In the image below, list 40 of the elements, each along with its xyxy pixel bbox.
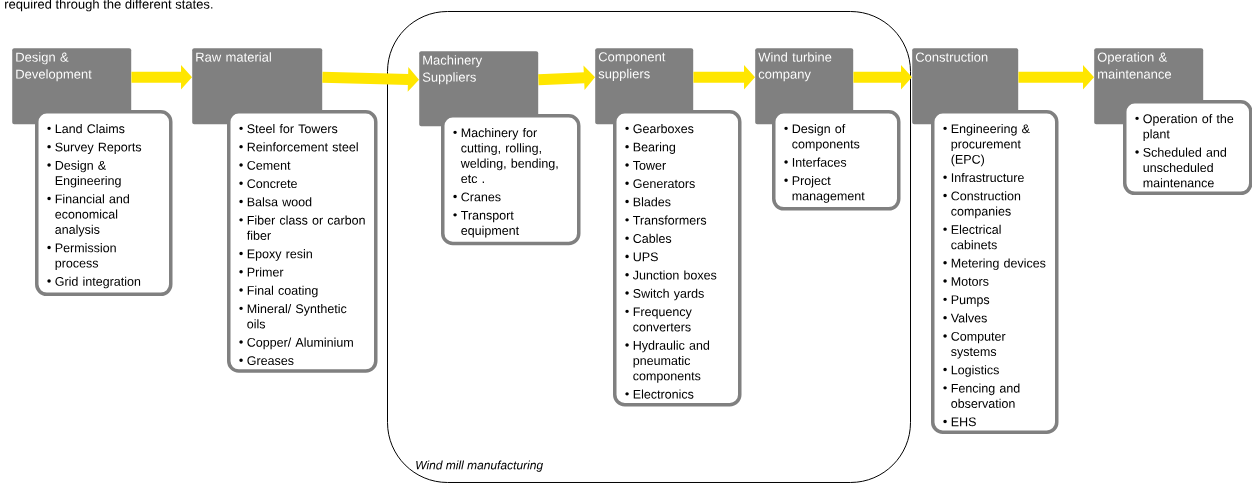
node-label: Metering devices <box>951 258 1046 271</box>
node-label: Land Claims <box>55 123 125 134</box>
group-label: Wind mill manufacturing <box>416 460 543 472</box>
node-label: Switch yards <box>633 288 704 301</box>
node-label: Construction companies <box>951 191 1021 219</box>
node-label: Hydraulic and pneumatic components <box>633 340 710 383</box>
bullet-list-box: Machinery for cutting, rolling, welding, bending, etc . Cranes Transport equipment <box>441 114 581 246</box>
node-label: Frequency converters <box>633 307 692 332</box>
node-label: Gearboxes <box>633 123 694 134</box>
node-label: Pumps <box>951 295 990 307</box>
bullet-list-box: Operation of the plant Scheduled and unscheduled maintenance <box>1123 100 1252 196</box>
bullet-list-box: Engineering & procurement (EPC) Infrastructure Construction companies Electrical cabinets Metering devices Motors Pumps Valves Computer systems Logistics Fencing and observation EHS <box>931 110 1059 434</box>
bullet-list-box: Land Claims Survey Reports Design & Engineering Financial and economical analysis Permission process Grid integration <box>35 110 173 297</box>
bullet-list-box: Design of components Interfaces Project management <box>772 110 901 211</box>
node-label: Grid integration <box>55 276 141 289</box>
node-label: Bearing <box>633 142 676 154</box>
node-label: EHS <box>951 417 976 427</box>
node-label: Generators <box>633 179 695 189</box>
bullet-list-box: Steel for Towers Reinforcement steel Cement Concrete Balsa wood Fiber class or carbon fiber Epoxy resin Primer Final coating Mineral/ Synthetic oils Copper/ Aluminium Greases <box>227 110 378 373</box>
node-label: Infrastructure <box>951 172 1024 183</box>
node-label: Cables <box>633 233 672 243</box>
node-label: Permission process <box>55 243 116 271</box>
node-label: UPS <box>633 252 658 262</box>
node-label: Financial and economical analysis <box>55 194 129 237</box>
node-label: Motors <box>951 277 989 286</box>
caption-text: required through the different states. <box>5 0 213 12</box>
node-label: Blades <box>633 197 671 207</box>
node-label: Electrical cabinets <box>951 224 1001 250</box>
node-label: Logistics <box>951 365 999 377</box>
node-label: Design & Engineering <box>55 160 121 188</box>
node-label: Survey Reports <box>55 142 142 154</box>
node-label: Engineering & procurement (EPC) <box>951 123 1030 167</box>
node-label: Valves <box>950 313 987 323</box>
node-label: Electronics <box>633 389 694 399</box>
node-label: Junction boxes <box>632 270 717 280</box>
bullet-list-box: Gearboxes Bearing Tower Generators Blades Transformers Cables UPS Junction boxes Switch yards Frequency converters Hydraulic and pneumatic components Electronics <box>613 110 742 407</box>
node-label: Transformers <box>633 215 707 225</box>
node-label: Tower <box>633 161 666 170</box>
node-label: Computer systems <box>951 331 1006 359</box>
node-label: Fencing and observation <box>951 383 1020 408</box>
